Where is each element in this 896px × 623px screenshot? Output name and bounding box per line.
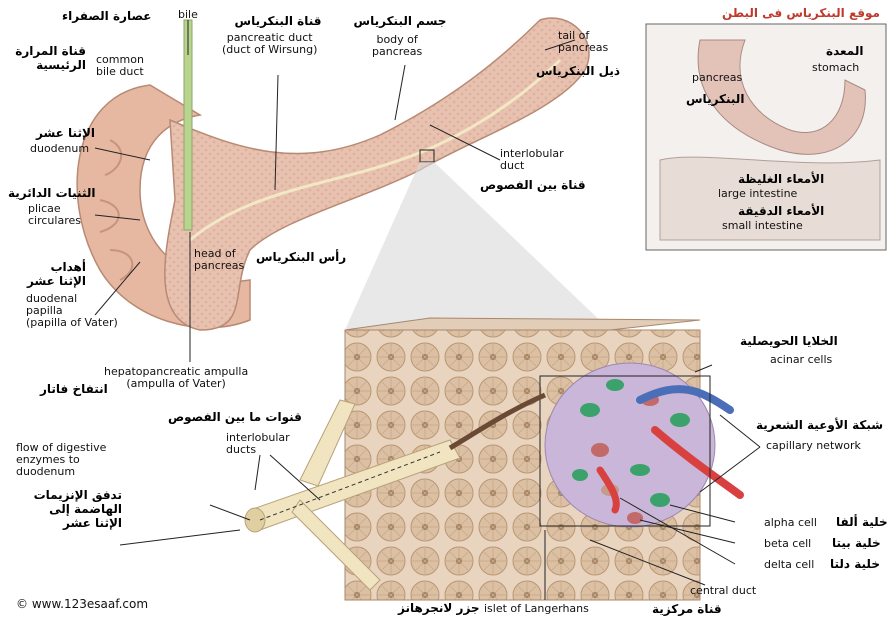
inset-large-intestine-label-ar: الأمعاء الغليظة: [738, 172, 824, 186]
delta-cell-label-ar: خلية دلتا: [830, 557, 880, 571]
central-duct-label-ar: قناة مركزية: [652, 602, 722, 616]
ampulla-label: hepatopancreatic ampulla (ampulla of Vat…: [104, 366, 248, 390]
inset-large-intestine-label: large intestine: [718, 188, 797, 200]
inset-small-intestine-label: small intestine: [722, 220, 803, 232]
tail-label-ar: ذيل البنكرياس: [536, 64, 620, 78]
acinar-label: acinar cells: [770, 354, 832, 366]
acinar-label-ar: الخلايا الحويصلية: [740, 334, 838, 348]
flow-label: flow of digestive enzymes to duodenum: [16, 442, 106, 478]
delta-cell-label: delta cell: [764, 559, 814, 571]
inset-pancreas-label: pancreas: [692, 72, 742, 84]
pancreatic-duct-label-ar: قناة البنكرياس: [228, 14, 328, 28]
beta-cell-label: beta cell: [764, 538, 811, 550]
common-bile-duct-label: common bile duct: [96, 54, 144, 78]
head-label: head of pancreas: [194, 248, 244, 272]
duodenum-label-ar: الإثنا عشر: [36, 126, 95, 140]
interlobular-ducts-label-ar: قنوات ما بين الفصوص: [168, 410, 302, 424]
central-duct-label: central duct: [690, 585, 756, 597]
flow-label-ar: تدفق الإنزيمات الهاضمة إلى الإثنا عشر: [18, 488, 122, 530]
head-label-ar: رأس البنكرياس: [256, 250, 346, 264]
tail-label: tail of pancreas: [558, 30, 608, 54]
inset-title: موقع البنكرياس فى البطن: [722, 6, 880, 20]
alpha-cell-label: alpha cell: [764, 517, 817, 529]
inset-pancreas-label-ar: البنكرياس: [686, 92, 744, 106]
common-bile-duct-label-ar: قناة المرارة الرئيسية: [6, 44, 86, 72]
papilla-label-ar: أهداب الإثنا عشر: [14, 260, 86, 288]
pancreatic-duct-label: pancreatic duct (duct of Wirsung): [222, 32, 317, 56]
papilla-label: duodenal papilla (papilla of Vater): [26, 293, 118, 329]
beta-cell-label-ar: خلية بيتا: [832, 536, 881, 550]
bile-label-ar: عصارة الصفراء: [62, 9, 152, 23]
inset-small-intestine-label-ar: الأمعاء الدقيقة: [738, 204, 824, 218]
inset-stomach-label-ar: المعدة: [826, 44, 863, 58]
duodenum-label: duodenum: [30, 143, 89, 155]
ampulla-label-ar: انتفاخ فاتار: [40, 382, 108, 396]
capillary-label-ar: شبكة الأوعية الشعرية: [756, 418, 883, 432]
capillary-label: capillary network: [766, 440, 861, 452]
interlobular-ducts-label: interlobular ducts: [226, 432, 290, 456]
body-label-ar: جسم البنكرياس: [345, 14, 455, 28]
interlobular-duct-label-ar: قناة بين الفصوص: [480, 178, 586, 192]
interlobular-duct-label: interlobular duct: [500, 148, 564, 172]
inset-stomach-label: stomach: [812, 62, 859, 74]
bile-label: bile: [178, 9, 198, 21]
body-label: body of pancreas: [372, 34, 422, 58]
islet-label-ar: جزر لانجرهانز: [398, 601, 480, 615]
plicae-label-ar: الثنيات الدائرية: [8, 186, 95, 200]
alpha-cell-label-ar: خلية ألفا: [836, 515, 888, 529]
islet-label: islet of Langerhans: [484, 603, 589, 615]
plicae-label: plicae circulares: [28, 203, 81, 227]
copyright: © www.123esaaf.com: [16, 598, 148, 610]
